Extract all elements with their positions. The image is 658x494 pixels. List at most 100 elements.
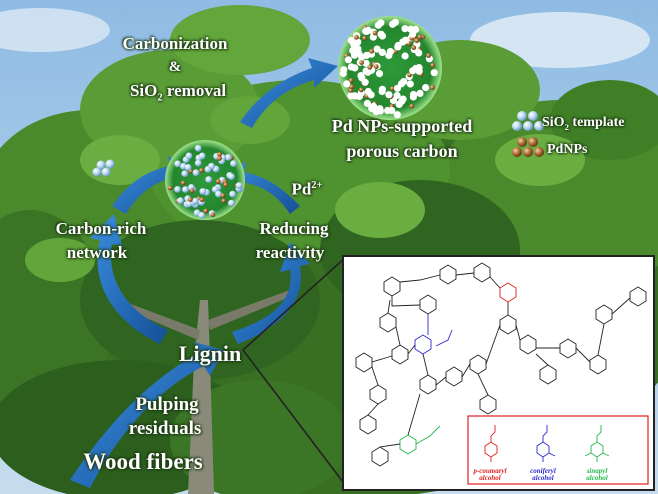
sio2-cluster-icon: [92, 159, 115, 177]
sio2-particle: [182, 186, 189, 193]
sio2-particle: [205, 176, 213, 183]
sio2-particle: [229, 190, 237, 198]
pore: [430, 69, 438, 77]
pore: [401, 25, 409, 33]
pore: [370, 102, 378, 110]
pd-particle: [390, 86, 395, 91]
sio2-particle: [215, 190, 222, 198]
sio2-particle: [194, 144, 202, 152]
pd-ion-charge: 2+: [311, 180, 323, 191]
pd-particle: [417, 34, 423, 40]
sio2-particle: [174, 160, 182, 168]
pd-particle: [199, 197, 205, 203]
p-coumaryl-suffix: alcohol: [479, 474, 501, 483]
pore: [398, 97, 406, 105]
lignin-structure-drawing: [355, 262, 647, 467]
pore: [386, 48, 394, 56]
label-network: network: [66, 243, 128, 262]
pd-particle: [188, 197, 193, 203]
legend-pdnps-label: PdNPs: [547, 142, 588, 157]
sio2-particle: [181, 170, 189, 178]
pore: [378, 48, 386, 57]
pd-particle: [217, 152, 223, 157]
pore: [415, 64, 423, 72]
sio2-particle: [191, 197, 199, 205]
carbon-network-sphere: [165, 140, 245, 220]
label-carbonization: Carbonization: [122, 34, 228, 53]
sinapyl-structure: [584, 425, 610, 462]
pore: [388, 106, 396, 115]
pore: [363, 99, 371, 107]
pd-particle: [348, 78, 354, 83]
sio2-particle: [228, 173, 235, 181]
label-reactivity: reactivity: [255, 243, 325, 262]
sio2-removal-text: SiO: [129, 81, 158, 100]
label-wood-fibers: Wood fibers: [83, 449, 203, 474]
porous-carbon-particles: [339, 18, 438, 119]
pore: [422, 84, 430, 92]
pd-particle: [223, 182, 229, 188]
pore: [415, 49, 423, 57]
sio2-particle: [174, 186, 181, 193]
pore: [394, 43, 402, 51]
pore: [344, 56, 352, 64]
pore: [347, 63, 355, 71]
pore: [373, 45, 381, 53]
arrow-carbonization: [240, 58, 338, 128]
label-ampersand: &: [168, 59, 182, 75]
pd-particle: [372, 30, 378, 36]
legend-sio2-text: SiO: [542, 115, 565, 130]
coniferyl-name: coniferyl: [530, 467, 556, 475]
pore: [385, 91, 393, 99]
sinapyl-name: sinapyl: [586, 467, 608, 475]
zoom-line: [242, 256, 347, 351]
pd-particle: [215, 179, 221, 184]
tree-branch: [208, 290, 292, 330]
pd-particle: [414, 38, 420, 44]
sio2-particle: [235, 182, 243, 189]
sio2-particle: [198, 152, 206, 160]
pore: [339, 69, 347, 78]
monolignol-box: [467, 415, 649, 485]
legend-pdnps-icon: [512, 137, 544, 157]
label-carbon-rich: Carbon-rich: [55, 219, 147, 238]
pd-ion-text: Pd: [291, 179, 312, 199]
pore: [377, 30, 385, 38]
pd-particle: [426, 53, 431, 58]
pd-particle: [220, 193, 226, 198]
pore: [362, 27, 370, 35]
pd-particle: [373, 64, 379, 70]
pore: [409, 30, 417, 38]
pd-particle: [409, 103, 415, 109]
tree-branch: [118, 300, 200, 340]
pore: [401, 52, 409, 60]
arrow-lignin-to-carbon-network: [90, 214, 168, 344]
monolignol-structures: [484, 425, 610, 462]
pd-particle: [167, 185, 173, 191]
sio2-particle: [192, 169, 200, 177]
pore: [375, 70, 384, 78]
legend-sio2-suffix: template: [568, 115, 625, 130]
pore: [343, 80, 351, 88]
legend-sio2-label: SiO2 template: [542, 115, 625, 132]
label-reducing: Reducing: [259, 219, 329, 238]
pd-particle: [354, 34, 359, 40]
pore: [358, 53, 366, 61]
pd-particle: [369, 48, 375, 54]
cloud: [0, 8, 110, 52]
label-lignin: Lignin: [178, 341, 242, 366]
sio2-particle: [224, 154, 232, 161]
sio2-particle: [199, 188, 207, 195]
sio2-removal-subscript: 2: [157, 92, 163, 104]
sio2-particle: [185, 152, 193, 160]
p-coumaryl-structure: [484, 425, 498, 462]
pore: [374, 21, 382, 29]
coniferyl-suffix: alcohol: [532, 474, 554, 483]
pore: [399, 38, 407, 46]
pore: [378, 85, 386, 93]
pd-particle: [210, 212, 216, 218]
sio2-particle: [204, 165, 212, 173]
